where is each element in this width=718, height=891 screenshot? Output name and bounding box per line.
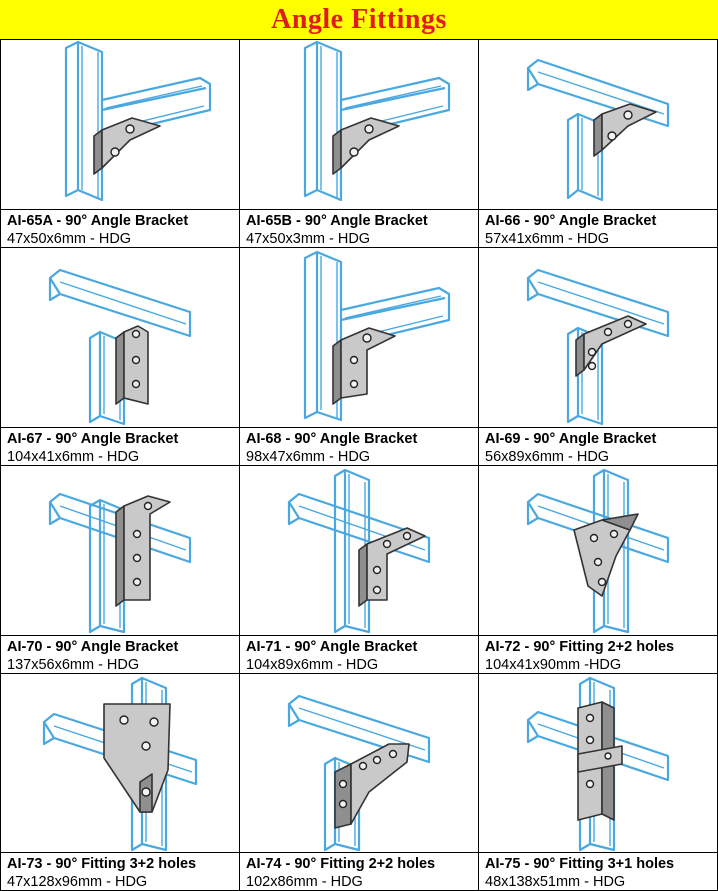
product-size: 48x138x51mm - HDG — [485, 874, 626, 890]
product-size: 104x89x6mm - HDG — [246, 657, 379, 673]
product-image — [479, 248, 717, 428]
product-card-ai-68[interactable]: AI-68 - 90° Angle Bracket 98x47x6mm - HD… — [240, 248, 479, 466]
bracket-diagram-icon — [526, 58, 670, 202]
product-size: 137x56x6mm - HDG — [7, 657, 140, 673]
product-code: AI-74 - 90° Fitting 2+2 holes — [246, 856, 436, 872]
bracket-diagram-icon — [303, 40, 451, 202]
bracket-diagram-icon — [48, 268, 192, 426]
product-card-ai-71[interactable]: AI-71 - 90° Angle Bracket 104x89x6mm - H… — [240, 466, 479, 674]
product-grid: AI-65A - 90° Angle Bracket 47x50x6mm - H… — [0, 40, 718, 891]
product-code: AI-68 - 90° Angle Bracket — [246, 431, 418, 447]
product-code: AI-73 - 90° Fitting 3+2 holes — [7, 856, 197, 872]
product-code: AI-70 - 90° Angle Bracket — [7, 639, 179, 655]
product-card-ai-72[interactable]: AI-72 - 90° Fitting 2+2 holes 104x41x90m… — [479, 466, 718, 674]
product-image — [1, 466, 239, 636]
product-image — [1, 248, 239, 428]
product-card-ai-66[interactable]: AI-66 - 90° Angle Bracket 57x41x6mm - HD… — [479, 40, 718, 248]
product-code: AI-69 - 90° Angle Bracket — [485, 431, 657, 447]
product-card-ai-65a[interactable]: AI-65A - 90° Angle Bracket 47x50x6mm - H… — [0, 40, 240, 248]
bracket-diagram-icon — [303, 250, 451, 422]
product-card-ai-74[interactable]: AI-74 - 90° Fitting 2+2 holes 102x86mm -… — [240, 674, 479, 891]
product-caption: AI-75 - 90° Fitting 3+1 holes 48x138x51m… — [479, 852, 717, 890]
bracket-diagram-icon — [526, 676, 670, 852]
bracket-diagram-icon — [48, 492, 192, 634]
product-caption: AI-66 - 90° Angle Bracket 57x41x6mm - HD… — [479, 209, 717, 247]
product-card-ai-65b[interactable]: AI-65B - 90° Angle Bracket 47x50x3mm - H… — [240, 40, 479, 248]
product-size: 57x41x6mm - HDG — [485, 231, 610, 247]
product-caption: AI-70 - 90° Angle Bracket 137x56x6mm - H… — [1, 635, 239, 673]
product-caption: AI-67 - 90° Angle Bracket 104x41x6mm - H… — [1, 427, 239, 465]
product-card-ai-70[interactable]: AI-70 - 90° Angle Bracket 137x56x6mm - H… — [0, 466, 240, 674]
product-image — [240, 466, 478, 636]
page-header: Angle Fittings — [0, 0, 718, 40]
bracket-diagram-icon — [64, 40, 212, 202]
product-caption: AI-68 - 90° Angle Bracket 98x47x6mm - HD… — [240, 427, 478, 465]
product-code: AI-71 - 90° Angle Bracket — [246, 639, 418, 655]
product-image — [1, 674, 239, 854]
product-caption: AI-72 - 90° Fitting 2+2 holes 104x41x90m… — [479, 635, 717, 673]
product-image — [240, 674, 478, 854]
product-image — [479, 466, 717, 636]
product-caption: AI-74 - 90° Fitting 2+2 holes 102x86mm -… — [240, 852, 478, 890]
product-size: 47x128x96mm - HDG — [7, 874, 148, 890]
bracket-diagram-icon — [526, 468, 670, 634]
product-card-ai-73[interactable]: AI-73 - 90° Fitting 3+2 holes 47x128x96m… — [0, 674, 240, 891]
product-caption: AI-69 - 90° Angle Bracket 56x89x6mm - HD… — [479, 427, 717, 465]
product-size: 104x41x90mm -HDG — [485, 657, 622, 673]
product-size: 102x86mm - HDG — [246, 874, 363, 890]
product-size: 104x41x6mm - HDG — [7, 449, 140, 465]
product-code: AI-66 - 90° Angle Bracket — [485, 213, 657, 229]
product-image — [240, 40, 478, 210]
product-code: AI-67 - 90° Angle Bracket — [7, 431, 179, 447]
product-code: AI-72 - 90° Fitting 2+2 holes — [485, 639, 675, 655]
bracket-diagram-icon — [42, 676, 198, 852]
product-image — [1, 40, 239, 210]
product-code: AI-65B - 90° Angle Bracket — [246, 213, 428, 229]
product-code: AI-65A - 90° Angle Bracket — [7, 213, 189, 229]
product-code: AI-75 - 90° Fitting 3+1 holes — [485, 856, 675, 872]
product-size: 47x50x3mm - HDG — [246, 231, 371, 247]
product-caption: AI-65B - 90° Angle Bracket 47x50x3mm - H… — [240, 209, 478, 247]
product-card-ai-69[interactable]: AI-69 - 90° Angle Bracket 56x89x6mm - HD… — [479, 248, 718, 466]
page-title: Angle Fittings — [271, 4, 447, 35]
product-caption: AI-71 - 90° Angle Bracket 104x89x6mm - H… — [240, 635, 478, 673]
bracket-diagram-icon — [287, 694, 431, 852]
product-size: 56x89x6mm - HDG — [485, 449, 610, 465]
product-size: 47x50x6mm - HDG — [7, 231, 132, 247]
product-image — [479, 40, 717, 210]
product-image — [479, 674, 717, 854]
bracket-diagram-icon — [287, 468, 431, 634]
product-caption: AI-73 - 90° Fitting 3+2 holes 47x128x96m… — [1, 852, 239, 890]
product-card-ai-75[interactable]: AI-75 - 90° Fitting 3+1 holes 48x138x51m… — [479, 674, 718, 891]
product-caption: AI-65A - 90° Angle Bracket 47x50x6mm - H… — [1, 209, 239, 247]
product-size: 98x47x6mm - HDG — [246, 449, 371, 465]
product-card-ai-67[interactable]: AI-67 - 90° Angle Bracket 104x41x6mm - H… — [0, 248, 240, 466]
product-image — [240, 248, 478, 428]
bracket-diagram-icon — [526, 268, 670, 426]
